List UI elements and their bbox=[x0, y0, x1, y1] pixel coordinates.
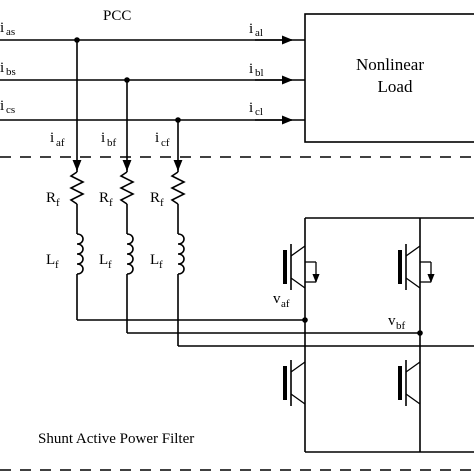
svg-text:i: i bbox=[0, 20, 4, 36]
svg-text:f: f bbox=[159, 259, 163, 271]
inductor-label-c: L f bbox=[150, 252, 163, 271]
svg-text:i: i bbox=[101, 130, 105, 146]
svg-text:bl: bl bbox=[255, 67, 264, 79]
resistor-label-a: R f bbox=[46, 190, 60, 209]
filter-branch-a bbox=[69, 40, 305, 321]
svg-text:i: i bbox=[249, 100, 253, 116]
svg-text:v: v bbox=[273, 291, 281, 307]
filter-current-label-a: i af bbox=[50, 130, 65, 149]
svg-text:i: i bbox=[249, 61, 253, 77]
resistor-a bbox=[69, 171, 85, 205]
svg-text:R: R bbox=[99, 190, 109, 206]
svg-text:af: af bbox=[56, 137, 65, 149]
resistor-b bbox=[119, 171, 135, 205]
igbt-switch-b-upper bbox=[398, 244, 435, 290]
svg-text:as: as bbox=[6, 26, 15, 38]
svg-text:i: i bbox=[0, 98, 4, 114]
filter-branch-b bbox=[119, 80, 420, 334]
load-current-label-c: i cl bbox=[249, 100, 263, 118]
igbt-switch-b-lower bbox=[398, 360, 421, 406]
inductor-b bbox=[126, 233, 134, 275]
svg-text:f: f bbox=[160, 197, 164, 209]
svg-text:f: f bbox=[109, 197, 113, 209]
svg-text:R: R bbox=[150, 190, 160, 206]
filter-current-label-c: i cf bbox=[155, 130, 170, 149]
svg-text:f: f bbox=[108, 259, 112, 271]
leg-a-midpoint-node bbox=[302, 317, 308, 323]
filter-branch-c bbox=[170, 120, 474, 347]
load-current-label-a: i al bbox=[249, 21, 263, 39]
svg-text:L: L bbox=[99, 252, 108, 268]
svg-text:L: L bbox=[46, 252, 55, 268]
nonlinear-load-box bbox=[304, 13, 474, 143]
svg-text:L: L bbox=[150, 252, 159, 268]
svg-text:i: i bbox=[0, 60, 4, 76]
svg-text:bf: bf bbox=[107, 137, 117, 149]
svg-text:cf: cf bbox=[161, 137, 170, 149]
load-label-line1: Nonlinear bbox=[356, 55, 424, 74]
voltage-label-a: v af bbox=[273, 291, 290, 310]
filter-title: Shunt Active Power Filter bbox=[38, 431, 194, 447]
resistor-label-c: R f bbox=[150, 190, 164, 209]
svg-text:al: al bbox=[255, 27, 263, 39]
igbt-switch-a-upper bbox=[283, 244, 320, 290]
svg-text:R: R bbox=[46, 190, 56, 206]
inductor-c bbox=[177, 233, 185, 275]
resistor-label-b: R f bbox=[99, 190, 113, 209]
svg-text:cl: cl bbox=[255, 106, 263, 118]
svg-text:f: f bbox=[56, 197, 60, 209]
svg-text:f: f bbox=[55, 259, 59, 271]
svg-text:i: i bbox=[50, 130, 54, 146]
svg-text:i: i bbox=[249, 21, 253, 37]
svg-text:bs: bs bbox=[6, 66, 16, 78]
load-current-label-b: i bl bbox=[249, 61, 264, 79]
leg-b-midpoint-node bbox=[417, 330, 423, 336]
pcc-label: PCC bbox=[103, 8, 131, 24]
load-label-line2: Load bbox=[378, 77, 413, 96]
voltage-label-b: v bf bbox=[388, 313, 406, 332]
source-current-label-c: i cs bbox=[0, 98, 15, 116]
svg-text:i: i bbox=[155, 130, 159, 146]
igbt-switch-a-lower bbox=[283, 360, 306, 406]
svg-text:cs: cs bbox=[6, 104, 15, 116]
inductor-label-b: L f bbox=[99, 252, 112, 271]
source-current-label-a: i as bbox=[0, 20, 15, 38]
svg-text:v: v bbox=[388, 313, 396, 329]
resistor-c bbox=[170, 171, 186, 205]
inductor-a bbox=[76, 233, 84, 275]
svg-text:bf: bf bbox=[396, 320, 406, 332]
inductor-label-a: L f bbox=[46, 252, 59, 271]
svg-text:af: af bbox=[281, 298, 290, 310]
filter-current-label-b: i bf bbox=[101, 130, 117, 149]
source-current-label-b: i bs bbox=[0, 60, 16, 78]
